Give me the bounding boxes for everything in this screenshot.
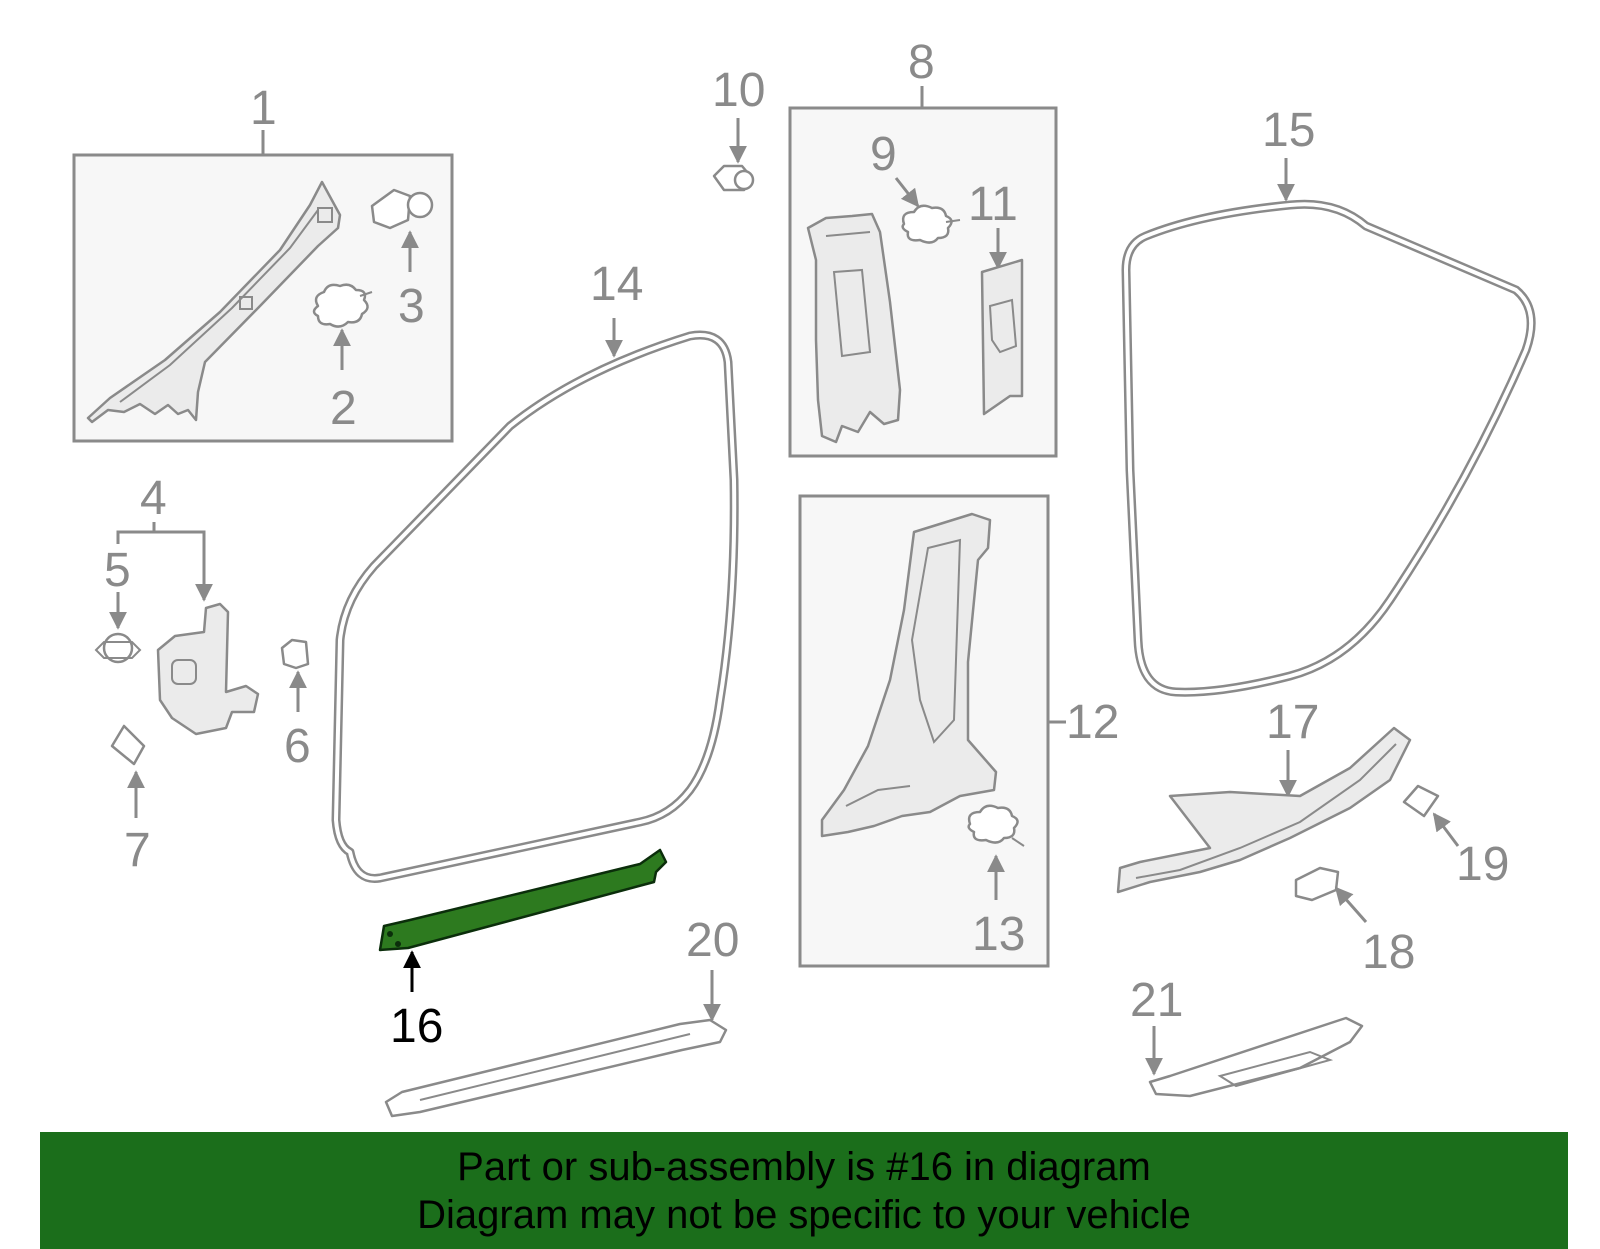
part-15-rear-door-weatherstrip [1121, 199, 1536, 697]
banner-line-1: Part or sub-assembly is #16 in diagram [457, 1144, 1151, 1189]
callout-3: 3 [398, 280, 425, 333]
part-8-b-pillar-upper [806, 212, 902, 444]
part-5-clip [94, 632, 142, 664]
callout-8: 8 [908, 36, 935, 89]
callout-13: 13 [972, 908, 1025, 961]
part-17-cowl-side-trim [1116, 726, 1412, 894]
callout-15: 15 [1262, 104, 1315, 157]
part-11-seatbelt-cover [980, 258, 1024, 416]
part-13-clip [967, 804, 1025, 847]
part-18-clip [1294, 866, 1340, 902]
callout-20: 20 [686, 914, 739, 967]
banner-line-2: Diagram may not be specific to your vehi… [417, 1192, 1191, 1237]
part-3-clip [370, 188, 434, 230]
callout-14: 14 [590, 258, 643, 311]
callout-1: 1 [250, 82, 277, 135]
callout-21: 21 [1130, 974, 1183, 1027]
callout-6: 6 [284, 720, 311, 773]
callout-19: 19 [1456, 838, 1509, 891]
part-21-rear-scuff-plate [1148, 1016, 1364, 1098]
part-6-clip [280, 638, 310, 670]
part-1-a-pillar-garnish [86, 180, 342, 424]
part-12-b-pillar-lower [820, 512, 998, 838]
part-9-clip [901, 204, 961, 244]
callout-11: 11 [968, 178, 1018, 231]
callout-2: 2 [330, 382, 357, 435]
callout-10: 10 [712, 64, 765, 117]
callout-5: 5 [104, 544, 131, 597]
part-7-pad [110, 724, 146, 766]
part-20-rocker-trim [384, 1018, 728, 1118]
callout-12: 12 [1066, 696, 1119, 749]
callout-18: 18 [1362, 926, 1415, 979]
callout-16: 16 [390, 1000, 443, 1053]
callout-9: 9 [870, 128, 897, 181]
callout-17: 17 [1266, 696, 1319, 749]
part-10-clip [712, 164, 755, 192]
part-2-clip [312, 283, 373, 328]
part-16-scuff-plate-highlighted [378, 848, 668, 952]
part-4-cover [156, 602, 260, 736]
part-19-clip [1402, 784, 1440, 818]
notice-banner: Part or sub-assembly is #16 in diagram D… [40, 1132, 1568, 1249]
callout-4: 4 [140, 472, 167, 525]
callout-7: 7 [124, 824, 151, 877]
